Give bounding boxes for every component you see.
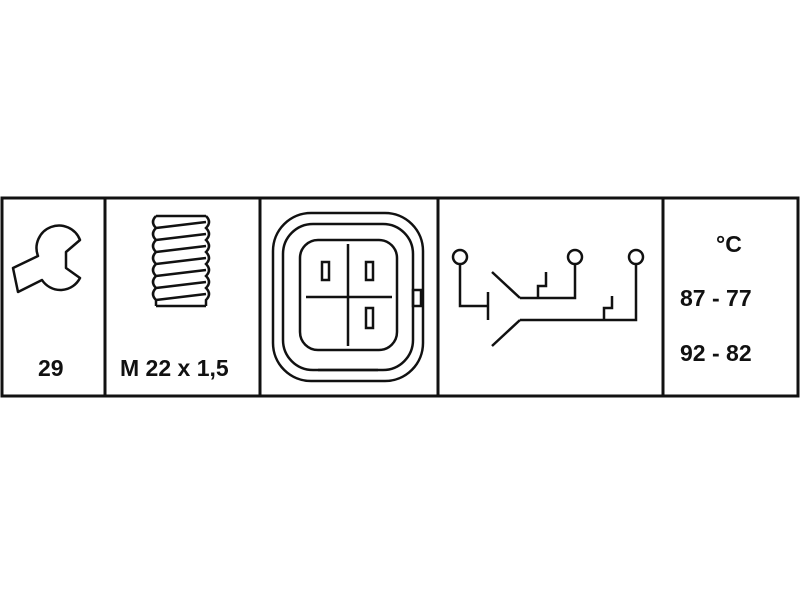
wrench-icon [11,224,82,294]
switch-schematic-icon [451,248,645,347]
wrench-size-label: 29 [38,355,64,381]
connector-plug-icon [271,211,425,383]
temperature-unit-label: °C [716,231,742,257]
thread-bolt-icon [151,214,211,308]
thread-label: M 22 x 1,5 [120,355,229,381]
temperature-range-1: 87 - 77 [680,285,752,311]
temperature-range-2: 92 - 82 [680,340,752,366]
frame [0,196,800,398]
